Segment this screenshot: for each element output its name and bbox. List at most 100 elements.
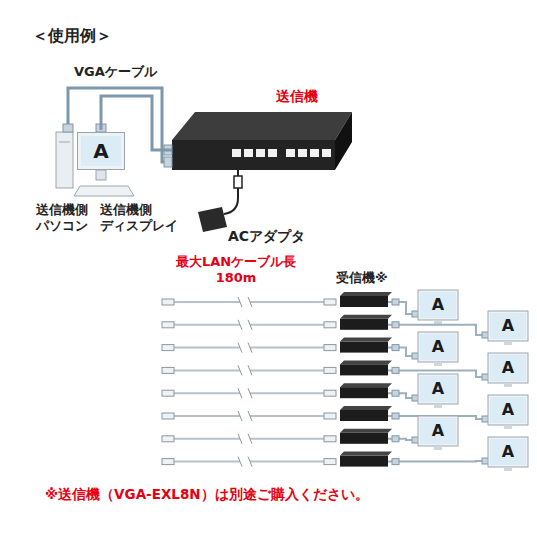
monitor-screen [420,292,456,318]
monitor-screen [420,418,456,444]
vga-plug [392,459,399,465]
monitor-frame [488,437,528,467]
vga-plug [392,367,399,373]
screen-letter: A [420,418,456,444]
transmitter: 送信機 [172,112,352,172]
rj45-plug [162,322,174,328]
break-mark [238,320,252,330]
rj45-plug [324,367,336,373]
receiver-top [340,292,392,296]
vga-plug [164,157,172,167]
monitor-screen [490,439,526,465]
monitor-screen [490,355,526,381]
break-mark [238,388,252,398]
transmitter-top [172,112,352,140]
lan-port [268,149,277,157]
receiver [340,456,388,467]
ac-adapter [198,207,227,232]
note-caption: ※送信機（VGA-EXL8N）は別途ご購入ください。 [45,486,369,503]
lan-port [310,149,319,157]
lan-port [256,149,265,157]
rj45-plug [324,459,336,465]
lan-port [286,149,295,157]
lan-cable [172,415,240,417]
receiver-top [340,383,392,387]
vga-plug [392,436,399,442]
transmitter-side [335,112,352,170]
monitor-frame [418,374,458,404]
rj45-plug [324,413,336,419]
keyboard [74,186,134,196]
lan-cable [172,301,240,303]
monitor-stand [434,320,442,324]
vga-plug [392,345,399,351]
adapter-label: ACアダプタ [228,228,305,246]
receiver [340,364,388,375]
rj45-plug [324,390,336,396]
lan-cable [172,392,240,394]
monitor-stand [434,362,442,366]
monitor-screen [420,376,456,402]
lan-cable [172,438,240,440]
rj45-plug [162,390,174,396]
break-mark [238,434,252,444]
monitor-stand [434,404,442,408]
monitor-frame [418,290,458,320]
receiver-top [340,452,392,456]
lan-cable [172,369,240,371]
lan-cable [250,392,326,394]
rj45-plug [324,299,336,305]
receiver-top [340,360,392,364]
screen-letter: A [490,355,526,381]
receiver-top [340,315,392,319]
lan-cable [172,461,240,463]
receiver [340,342,388,353]
receiver [340,410,388,421]
lan-cable [172,324,240,326]
lan-port [322,149,331,157]
monitor-frame [418,332,458,362]
monitor-screen [490,397,526,423]
lan-cable [250,324,326,326]
receiver-top [340,338,392,342]
rj45-plug [162,367,174,373]
receiver [340,387,388,398]
cable-label: VGAケーブル [74,64,157,80]
lan-cable [172,347,240,349]
rj45-plug [324,345,336,351]
receiver-label: 受信機※ [336,270,388,286]
rj45-plug [162,459,174,465]
break-mark [238,343,252,353]
break-mark [238,411,252,421]
device-label: 送信機側 パソコン [36,202,98,233]
receiver [340,319,388,330]
cable-length: 最大LANケーブル長 180m [170,254,302,287]
break-mark [238,457,252,467]
lan-cable [250,301,326,303]
monitor-stand [504,383,512,387]
screen-letter: A [420,334,456,360]
rj45-plug [162,413,174,419]
lan-port [298,149,307,157]
lan-cable [250,369,326,371]
receiver [340,296,388,307]
pc-tower [56,132,73,188]
vga-plug [392,413,399,419]
pc-display: A [78,133,124,169]
receiver-rows [162,290,528,471]
vga-plug [392,299,399,305]
screen-letter: A [420,292,456,318]
diagram-title: ＜使用例＞ [32,26,112,46]
lan-cable [250,347,326,349]
vga-plug [63,124,73,132]
monitor-frame [488,395,528,425]
break-mark [238,365,252,375]
monitor-frame [418,416,458,446]
lan-cable [250,415,326,417]
vga-plug [392,322,399,328]
screen-letter: A [490,313,526,339]
monitor-stand [504,425,512,429]
break-mark [238,297,252,307]
screen-letter: A [81,136,121,166]
